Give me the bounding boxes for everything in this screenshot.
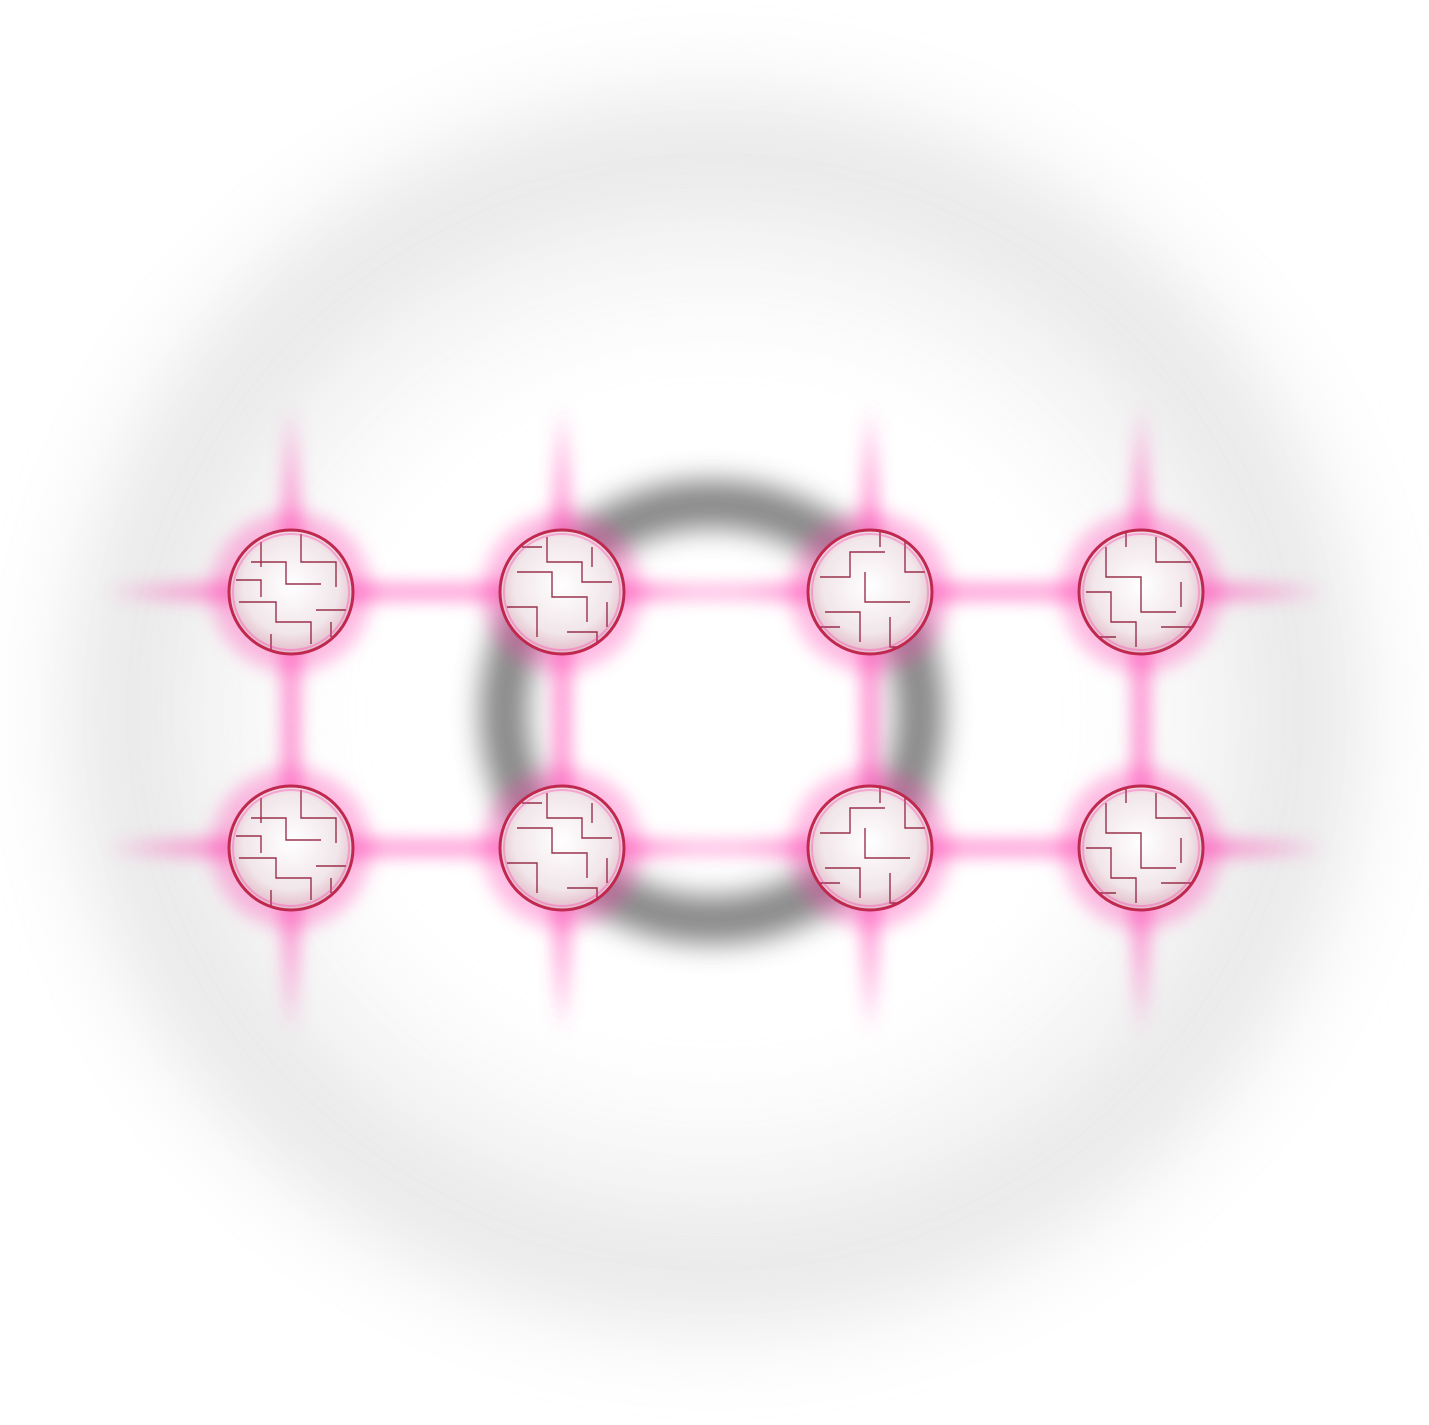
node-inner-rim (811, 533, 929, 651)
node-1-2 (806, 784, 934, 912)
maze-lines (820, 532, 925, 648)
node-body (808, 530, 932, 654)
node-inner-rim (503, 789, 621, 907)
node-1-0 (227, 784, 355, 912)
node-maze-pattern (236, 790, 346, 908)
node-inner-rim (232, 789, 350, 907)
node-inner-rim (811, 789, 929, 907)
node-rim (227, 528, 355, 656)
maze-lines (1086, 532, 1191, 647)
node-rim (806, 528, 934, 656)
node-inner-rim (232, 533, 350, 651)
maze-lines (1086, 788, 1191, 903)
node-body (229, 530, 353, 654)
maze-lines (236, 534, 346, 652)
node-inner-rim (1082, 533, 1200, 651)
node-1-1 (498, 784, 626, 912)
maze-lines (507, 793, 612, 903)
center-ring (480, 480, 944, 944)
maze-lines (820, 788, 925, 904)
node-rim (1077, 784, 1205, 912)
node-body (500, 786, 624, 910)
node-maze-pattern (1086, 532, 1191, 647)
node-rim (806, 784, 934, 912)
node-0-2 (806, 528, 934, 656)
node-0-3 (1077, 528, 1205, 656)
node-body (500, 530, 624, 654)
maze-lines (236, 790, 346, 908)
node-inner-rim (1082, 789, 1200, 907)
node-body (229, 786, 353, 910)
node-rim (1077, 528, 1205, 656)
node-maze-pattern (507, 793, 612, 903)
maze-lines (507, 537, 612, 647)
node-maze-pattern (1086, 788, 1191, 903)
outer-halo (70, 97, 1360, 1327)
node-0-0 (227, 528, 355, 656)
node-1-3 (1077, 784, 1205, 912)
node-grid (227, 528, 1205, 912)
node-maze-pattern (236, 534, 346, 652)
node-rim (498, 528, 626, 656)
node-maze-pattern (820, 788, 925, 904)
node-body (808, 786, 932, 910)
node-rim (227, 784, 355, 912)
node-maze-pattern (820, 532, 925, 648)
node-rim (498, 784, 626, 912)
node-maze-pattern (507, 537, 612, 647)
node-inner-rim (503, 533, 621, 651)
node-0-1 (498, 528, 626, 656)
